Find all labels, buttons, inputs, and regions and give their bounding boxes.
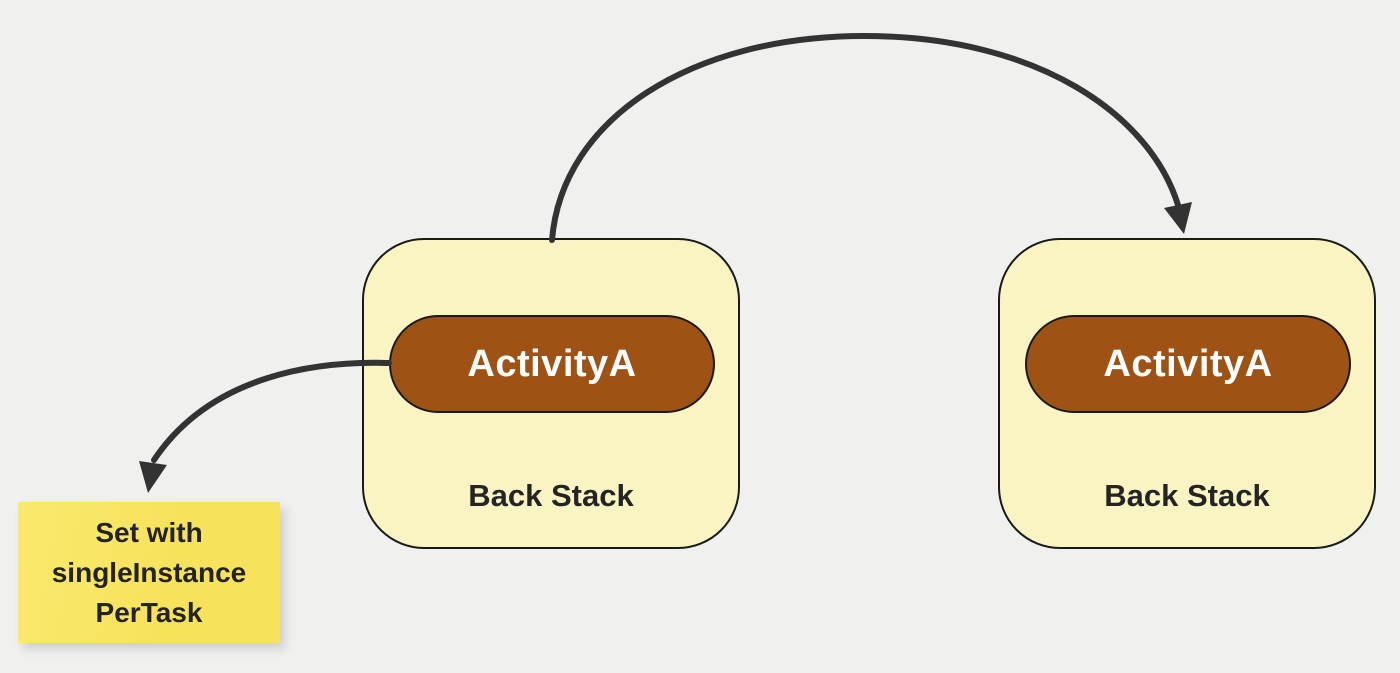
- back-stack-label-left: Back Stack: [468, 478, 634, 513]
- sticky-note-line-2: singleInstance: [51, 556, 247, 588]
- sticky-note-line-3: PerTask: [95, 596, 203, 628]
- sticky-note: Set with singleInstance PerTask: [18, 502, 280, 643]
- task-to-task-arrowhead-icon: [1164, 202, 1192, 234]
- activity-to-note-arrow-line: [151, 359, 392, 463]
- activity-to-note-arrow: [139, 359, 392, 493]
- back-stack-label-right: Back Stack: [1104, 478, 1270, 513]
- back-stack-box-right: ActivityA Back Stack: [998, 238, 1376, 549]
- task-to-task-arrow-line: [549, 32, 1181, 243]
- left-task-to-right-task-arrow: [549, 32, 1192, 243]
- activity-node-right: ActivityA: [1025, 315, 1351, 413]
- activity-node-left: ActivityA: [389, 315, 715, 413]
- activity-to-note-arrowhead-icon: [139, 461, 167, 493]
- sticky-note-line-1: Set with: [95, 516, 203, 548]
- back-stack-box-left: ActivityA Back Stack: [362, 238, 740, 549]
